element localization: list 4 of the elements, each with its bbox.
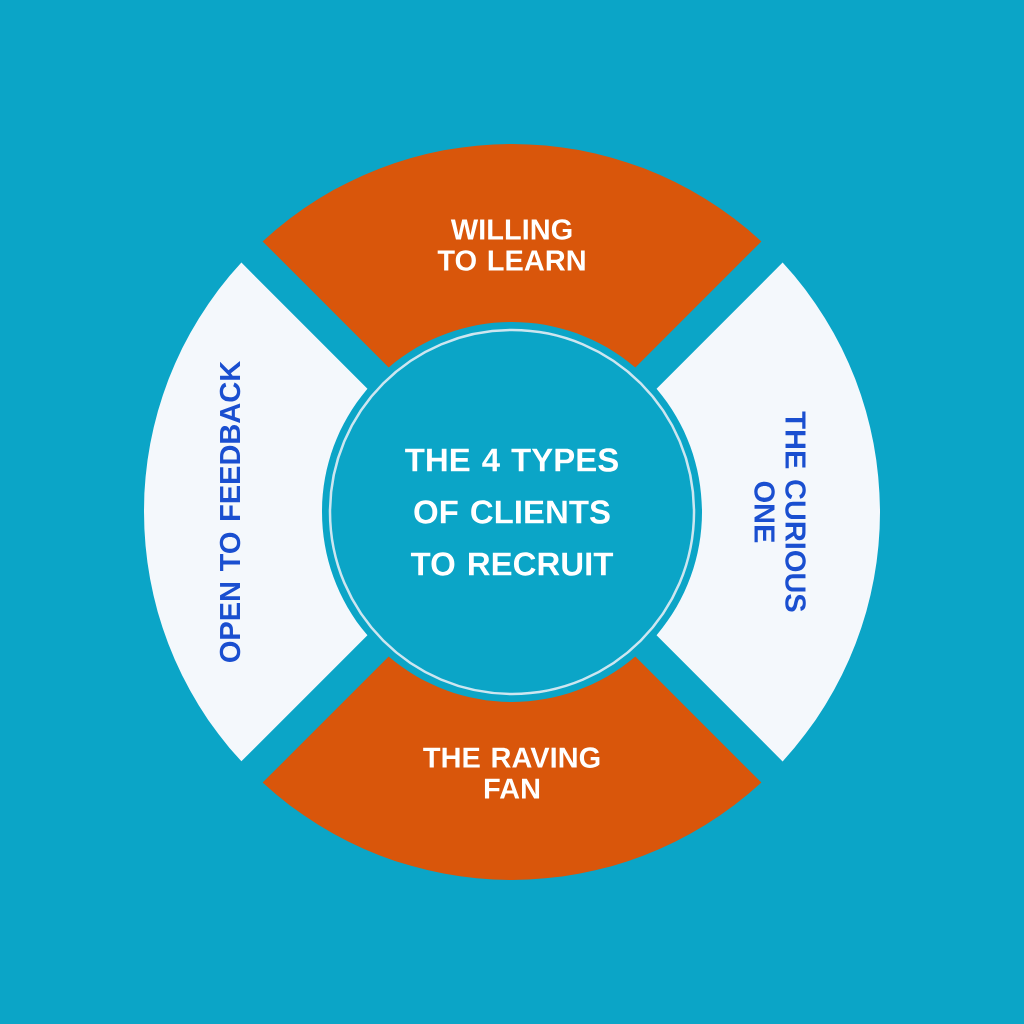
ring-segment: THE CURIOUS ONE	[656, 262, 880, 762]
ring-segment: OPEN TO FEEDBACK	[144, 262, 368, 762]
ring-segment: THE RAVING FAN	[262, 656, 762, 880]
ring-segment: WILLING TO LEARN	[262, 144, 762, 368]
